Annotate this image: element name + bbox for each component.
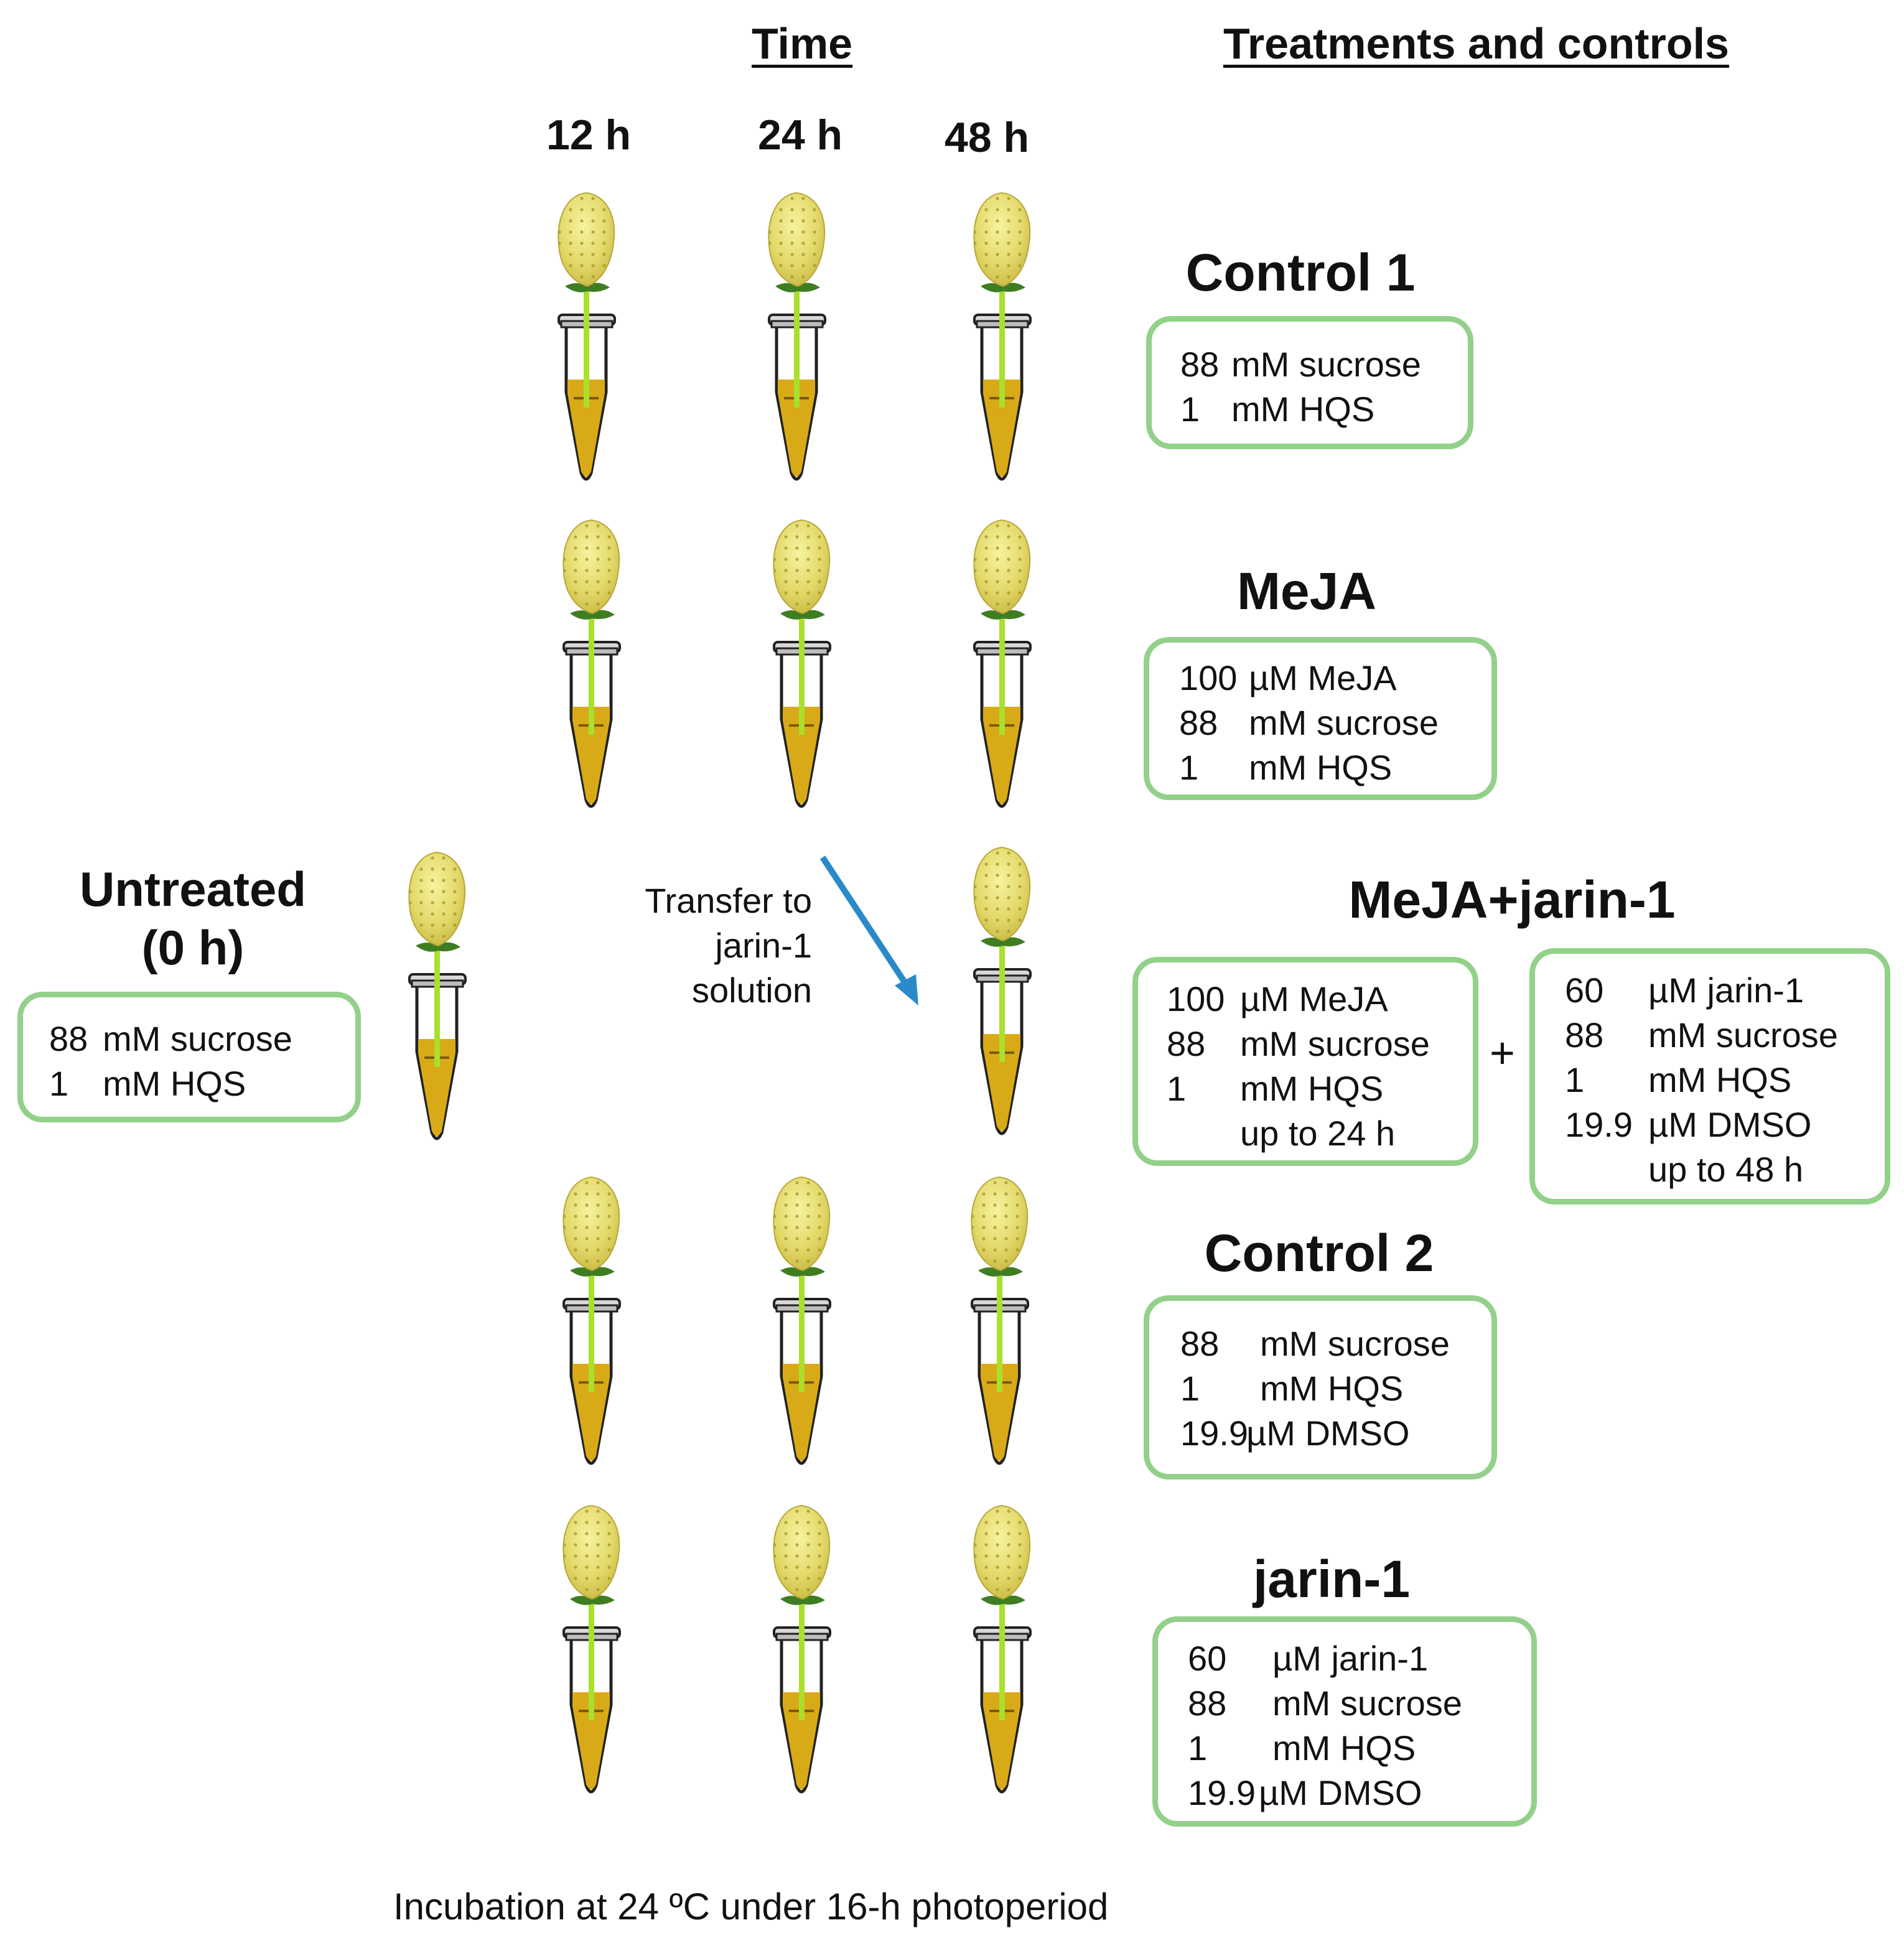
transfer-note-line: solution (691, 971, 812, 1010)
box-number: 1 (1179, 748, 1199, 787)
box-text: µM DMSO (1259, 1773, 1422, 1812)
strawberry-tube-icon (958, 520, 1045, 813)
box-number: 88 (1179, 703, 1218, 742)
strawberry-tube-icon (548, 1177, 635, 1470)
transfer-note: Transfer to jarin-1 solution (591, 878, 812, 1013)
box-text: µM MeJA (1249, 658, 1397, 697)
control1-title: Control 1 (1185, 243, 1416, 302)
time-label-48h: 48 h (945, 114, 1030, 161)
box-text: µM jarin-1 (1648, 971, 1804, 1010)
box-number: 100 (1167, 979, 1225, 1018)
meja-title: MeJA (1236, 562, 1377, 620)
meja-solution-box: 100 µM MeJA 88 mM sucrose 1 mM HQS (1144, 637, 1497, 800)
time-label-12h: 12 h (546, 111, 632, 159)
control2-solution-box: 88 mM sucrose 1 mM HQS 19.9 µM DMSO (1144, 1295, 1497, 1479)
box-text: µM DMSO (1246, 1414, 1410, 1453)
box-number: 1 (1188, 1728, 1208, 1768)
box-number: 60 (1565, 971, 1604, 1010)
box-note: up to 48 h (1648, 1150, 1804, 1189)
box-number: 88 (1565, 1015, 1604, 1055)
box-number: 19.9 (1188, 1773, 1256, 1812)
box-number: 88 (1180, 345, 1220, 384)
box-text: µM DMSO (1648, 1105, 1812, 1144)
meja-jarin-box-a: 100 µM MeJA 88 mM sucrose 1 mM HQS up to… (1132, 957, 1478, 1166)
box-number: 88 (1167, 1024, 1206, 1063)
box-number: 1 (1180, 1369, 1200, 1408)
strawberry-tube-icon (393, 852, 480, 1145)
box-text: mM HQS (1240, 1069, 1384, 1108)
box-text: mM sucrose (1231, 345, 1421, 384)
strawberry-tube-icon (958, 193, 1045, 485)
box-number: 100 (1179, 658, 1238, 697)
box-number: 19.9 (1180, 1414, 1248, 1453)
box-number: 1 (1180, 389, 1200, 429)
transfer-arrow-icon (819, 855, 918, 1005)
meja-jarin-title: MeJA+jarin-1 (1348, 870, 1676, 929)
strawberry-tube-icon (548, 1506, 635, 1798)
box-number: 60 (1188, 1639, 1227, 1678)
box-text: mM sucrose (103, 1019, 292, 1058)
box-text: mM sucrose (1240, 1024, 1430, 1063)
box-number: 88 (1180, 1324, 1220, 1363)
treatments-header: Treatments and controls (1223, 19, 1729, 68)
jarin1-title: jarin-1 (1253, 1550, 1411, 1608)
strawberry-tube-icon (758, 1506, 845, 1798)
untreated-title: Untreated (0 h) (56, 860, 330, 977)
untreated-solution-box: 88 mM sucrose 1 mM HQS (17, 992, 361, 1122)
box-number: 1 (1167, 1069, 1187, 1108)
box-text: mM sucrose (1260, 1324, 1450, 1363)
box-text: mM sucrose (1648, 1015, 1838, 1055)
strawberry-tube-icon (753, 193, 840, 485)
transfer-note-line: jarin-1 (715, 926, 812, 965)
transfer-note-line: Transfer to (645, 881, 812, 920)
control1-solution-box: 88 mM sucrose 1 mM HQS (1146, 316, 1473, 449)
strawberry-tube-icon (958, 1506, 1045, 1798)
box-number: 1 (49, 1064, 69, 1103)
box-text: mM sucrose (1249, 703, 1439, 742)
jarin1-solution-box: 60 µM jarin-1 88 mM sucrose 1 mM HQS 19.… (1152, 1616, 1537, 1827)
meja-jarin-box-b: 60 µM jarin-1 88 mM sucrose 1 mM HQS 19.… (1529, 948, 1890, 1204)
box-text: µM jarin-1 (1272, 1639, 1429, 1678)
box-text: mM sucrose (1272, 1684, 1462, 1723)
strawberry-tube-icon (956, 1177, 1043, 1470)
box-number: 19.9 (1565, 1105, 1633, 1144)
control2-title: Control 2 (1204, 1224, 1434, 1282)
untreated-title-line: (0 h) (141, 920, 245, 975)
box-text: mM HQS (103, 1064, 246, 1103)
strawberry-tube-icon (548, 520, 635, 813)
box-text: µM MeJA (1240, 979, 1388, 1018)
footer-caption: Incubation at 24 ºC under 16-h photoperi… (393, 1886, 1109, 1927)
untreated-title-line: Untreated (79, 862, 307, 916)
box-number: 88 (49, 1019, 88, 1058)
strawberry-tube-icon (958, 847, 1045, 1140)
time-label-24h: 24 h (758, 111, 843, 159)
plus-sign: + (1490, 1028, 1515, 1077)
time-header: Time (752, 19, 853, 68)
box-text: mM HQS (1260, 1369, 1404, 1408)
box-note: up to 24 h (1240, 1114, 1396, 1153)
box-number: 1 (1565, 1060, 1585, 1099)
box-text: mM HQS (1272, 1728, 1416, 1768)
box-text: mM HQS (1648, 1060, 1792, 1099)
strawberry-tube-icon (758, 1177, 845, 1470)
strawberry-tube-icon (758, 520, 845, 813)
box-text: mM HQS (1249, 748, 1393, 787)
strawberry-tube-icon (543, 193, 630, 485)
box-text: mM HQS (1231, 389, 1375, 429)
box-number: 88 (1188, 1684, 1227, 1723)
